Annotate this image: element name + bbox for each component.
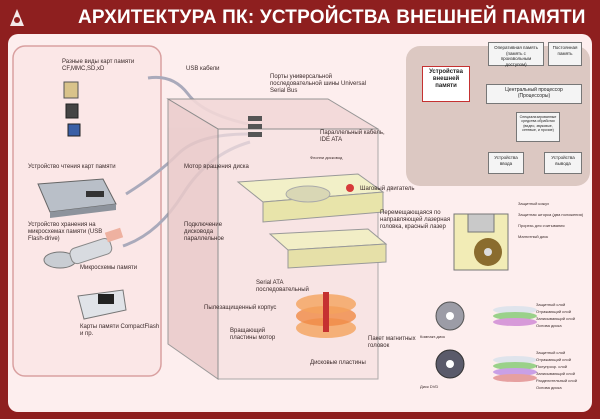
dvd-layer-4: Записывающий слой: [536, 371, 575, 376]
diagram-art: [12, 45, 590, 380]
floppy-part-3: Прорезь для считывания: [518, 223, 565, 228]
cd-layer-4: Основа диска: [536, 323, 562, 328]
input-block: Устройства ввода: [488, 152, 524, 174]
sd-card-icon: [63, 81, 79, 99]
platters-label: Дисковые пластины: [310, 360, 366, 366]
floppy-part-4: Магнитный диск: [518, 234, 549, 239]
card-types-label: Разные виды карт памяти CF,MMC,SD,xD: [62, 59, 135, 72]
dust-case-label: Пылезащищенный корпус: [204, 305, 277, 311]
spindle-motor-label: Вращающий пластины мотор: [230, 328, 276, 341]
special-block: Специализированные средства обработки (в…: [516, 112, 560, 142]
xd-card-icon: [67, 123, 81, 137]
floppy-part-1: Защитный кожух: [518, 201, 550, 206]
disk-motor-label: Мотор вращения диска: [184, 164, 249, 170]
dvd-layer-3: Полупрозр. слой: [536, 364, 568, 369]
floppy-detail-art: [453, 213, 509, 271]
head-pack-label: Пакет магнитных головок: [368, 336, 416, 349]
cpu-block: Центральный процессор (Процессоры): [486, 84, 582, 104]
cd-layer-1: Защитный слой: [536, 302, 566, 307]
logo-icon: [10, 9, 24, 26]
page-title: АРХИТЕКТУРА ПК: УСТРОЙСТВА ВНЕШНЕЙ ПАМЯТ…: [78, 7, 586, 28]
ram-block: Оперативная память (память с произвольны…: [488, 42, 544, 67]
dvd-layer-5: Разделительный слой: [536, 378, 578, 383]
cd-layer-2: Отражающий слой: [536, 309, 572, 314]
main-panel: Разные виды карт памяти CF,MMC,SD,xD Уст…: [8, 34, 592, 412]
dvd-label: Диск DVD: [420, 384, 439, 389]
usb-drive-label: Устройство хранения на микросхемах памят…: [28, 222, 103, 242]
dvd-layer-2: Отражающий слой: [536, 357, 572, 362]
card-reader-label: Устройство чтения карт памяти: [28, 164, 116, 170]
stepper-label: Шаговый двигатель: [360, 186, 415, 192]
usb-cables-label: USB кабели: [186, 66, 220, 72]
compactflash-label: Карты памяти CompactFlash и пр.: [80, 324, 160, 337]
parallel-cable-label: Параллельный кабель, IDE ATA: [320, 130, 385, 143]
laser-head-label: Перемещающаяся по направляющей лазерная …: [380, 210, 451, 230]
output-block: Устройства вывода: [544, 152, 582, 174]
usb-ports-label: Порты универсальной последовательной шин…: [270, 74, 367, 94]
memory-chips-label: Микросхемы памяти: [80, 265, 138, 271]
disc-layers-art: [435, 301, 537, 382]
cd-label: Компакт-диск: [420, 334, 445, 339]
dvd-layer-6: Основа диска: [536, 385, 562, 390]
optical-parallel-label: Подключение дисковода параллельное: [184, 222, 225, 242]
cd-layer-3: Записывающий слой: [536, 316, 575, 321]
floppy-label: Флоппи дисковод: [310, 155, 343, 160]
ext-memory-block: Устройства внешней памяти: [422, 66, 470, 102]
serial-ata-label: Serial ATA последовательный: [256, 280, 309, 293]
mmc-card-icon: [65, 103, 79, 119]
dvd-layer-1: Защитный слой: [536, 350, 566, 355]
floppy-part-2: Защитная шторка (два положения): [518, 212, 584, 217]
rom-block: Постоянная память: [548, 42, 582, 66]
